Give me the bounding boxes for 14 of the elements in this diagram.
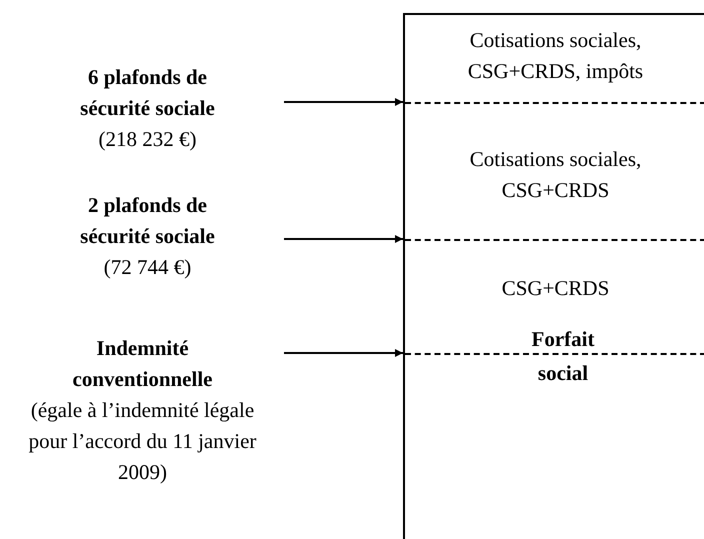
threshold-title: Indemnité conventionnelle [72,335,214,393]
band-text: Cotisations sociales, CSG+CRDS, impôts [466,27,644,85]
threshold-title: 2 plafonds de sécurité sociale [79,192,216,250]
band-text: CSG+CRDS [500,275,610,302]
band-text: Cotisations sociales, CSG+CRDS [468,146,642,204]
threshold-note: (égale à l’indemnité légale pour l’accord du 11 janvier 2009) [28,397,258,486]
arrow [284,235,403,243]
column-box [403,13,704,539]
arrow [284,349,403,357]
arrow [284,98,403,106]
threshold-note: (218 232 €) [98,126,198,153]
threshold-title: 6 plafonds de sécurité sociale [79,64,216,122]
threshold-note: (72 744 €) [102,254,192,281]
band-note: Forfait social [530,326,596,387]
